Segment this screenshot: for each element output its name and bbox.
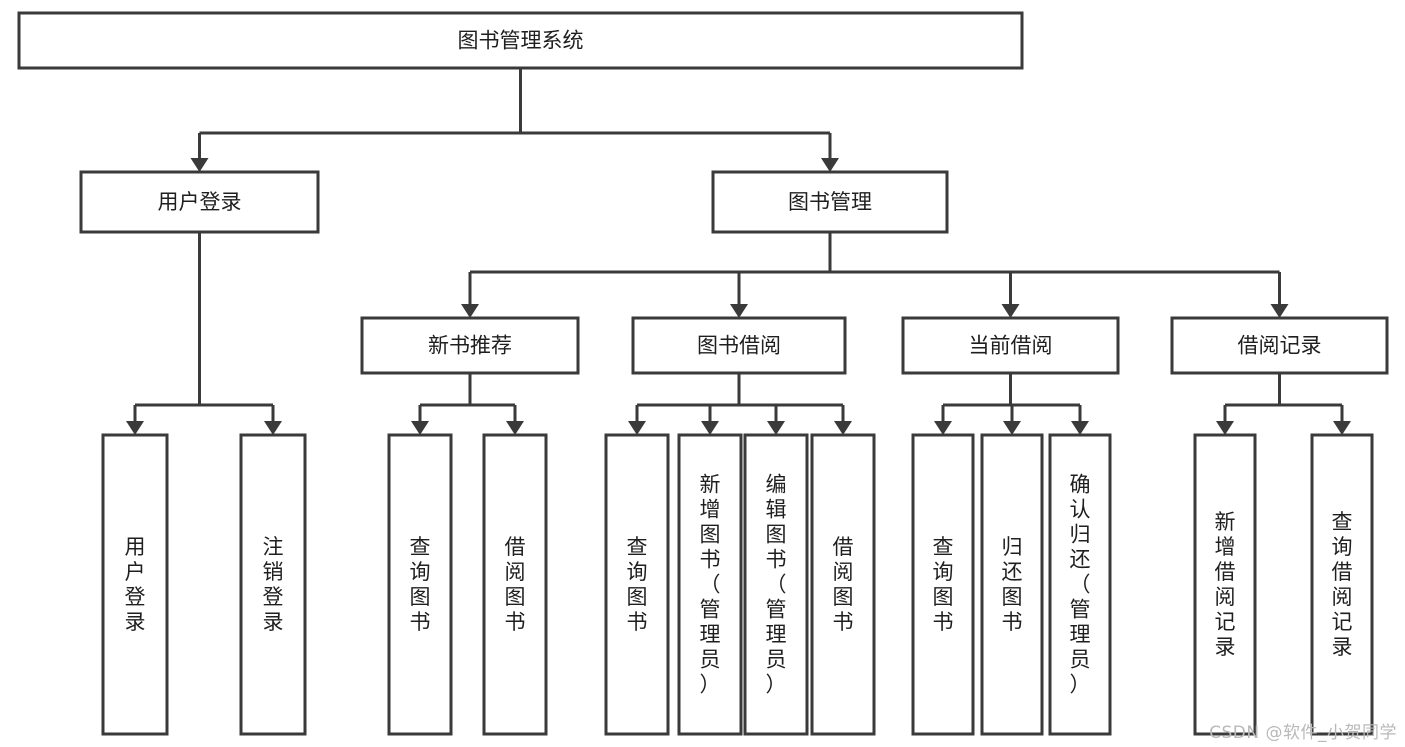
arrow-head-icon: [190, 158, 209, 172]
node-new-book-recommend[interactable]: 新书推荐: [360, 316, 580, 375]
node-box: [1048, 433, 1112, 736]
arrow-head-icon: [506, 421, 524, 435]
node-label: 当前借阅: [969, 334, 1053, 358]
node-leaf-borrow-book-1[interactable]: 借阅图书: [482, 433, 548, 736]
node-box: [482, 433, 548, 736]
node-leaf-confirm-return[interactable]: 确认归还（管理员）: [1048, 433, 1112, 736]
connector-e-borrow-split: [628, 373, 852, 435]
arrow-head-icon: [767, 421, 785, 435]
node-leaf-user-login[interactable]: 用户登录: [101, 433, 169, 736]
arrow-head-icon: [461, 304, 479, 318]
node-label: 借阅图书: [505, 535, 526, 634]
node-box: [677, 433, 743, 736]
arrow-head-icon: [1001, 304, 1020, 318]
arrow-head-icon: [1071, 421, 1089, 435]
node-box: [360, 316, 580, 375]
node-box: [1310, 433, 1374, 736]
node-box: [239, 433, 307, 736]
nodes-layer: 图书管理系统用户登录图书管理新书推荐图书借阅当前借阅借阅记录用户登录注销登录查询…: [17, 11, 1389, 736]
csdn-watermark: CSDN @软件_小贺同学: [1209, 723, 1397, 743]
node-label: 查询借阅记录: [1332, 510, 1353, 659]
connector-e-userlogin-split: [126, 232, 282, 435]
arrow-head-icon: [264, 421, 282, 435]
node-user-login[interactable]: 用户登录: [79, 170, 320, 234]
node-label: 新增借阅记录: [1215, 510, 1236, 659]
node-label: 用户登录: [125, 535, 146, 634]
node-label: 查询图书: [933, 535, 954, 634]
node-box: [743, 433, 809, 736]
arrow-head-icon: [821, 158, 839, 172]
node-book-borrow[interactable]: 图书借阅: [631, 316, 847, 375]
node-box: [387, 433, 453, 736]
node-label: 注销登录: [263, 535, 284, 634]
node-leaf-add-book[interactable]: 新增图书（管理员）: [677, 433, 743, 736]
node-box: [901, 316, 1120, 375]
node-label: 归还图书: [1002, 535, 1023, 634]
node-leaf-borrow-book-2[interactable]: 借阅图书: [810, 433, 876, 736]
node-label: 确认归还（管理员）: [1070, 473, 1091, 697]
node-label: 借阅记录: [1238, 334, 1322, 358]
node-box: [101, 433, 169, 736]
arrow-head-icon: [1333, 421, 1351, 435]
node-current-borrow[interactable]: 当前借阅: [901, 316, 1120, 375]
arrow-head-icon: [834, 421, 852, 435]
arrow-head-icon: [1270, 304, 1289, 318]
node-leaf-query-record[interactable]: 查询借阅记录: [1310, 433, 1374, 736]
node-box: [1193, 433, 1257, 736]
arrow-head-icon: [1003, 421, 1021, 435]
node-label: 编辑图书（管理员）: [766, 473, 787, 697]
node-leaf-query-book-2[interactable]: 查询图书: [604, 433, 670, 736]
node-box: [810, 433, 876, 736]
node-leaf-return-book[interactable]: 归还图书: [980, 433, 1044, 736]
node-box: [1170, 316, 1389, 375]
node-leaf-query-book-3[interactable]: 查询图书: [911, 433, 975, 736]
arrow-head-icon: [126, 421, 144, 435]
arrow-head-icon: [411, 421, 429, 435]
node-label: 用户登录: [158, 190, 242, 214]
node-root[interactable]: 图书管理系统: [17, 11, 1024, 70]
node-box: [604, 433, 670, 736]
node-box: [631, 316, 847, 375]
node-book-manage[interactable]: 图书管理: [711, 170, 949, 234]
node-borrow-records[interactable]: 借阅记录: [1170, 316, 1389, 375]
node-label: 查询图书: [627, 535, 648, 634]
node-label: 查询图书: [410, 535, 431, 634]
connector-e-recommend-split: [411, 373, 524, 435]
arrow-head-icon: [701, 421, 719, 435]
node-label: 借阅图书: [833, 535, 854, 634]
connector-e-root-split: [190, 68, 839, 172]
connector-e-current-split: [934, 373, 1089, 435]
node-box: [711, 170, 949, 234]
node-leaf-add-record[interactable]: 新增借阅记录: [1193, 433, 1257, 736]
connectors-layer: [126, 68, 1351, 435]
node-label: 图书管理: [788, 190, 872, 214]
node-label: 图书管理系统: [458, 29, 584, 53]
node-label: 新书推荐: [428, 334, 512, 358]
node-box: [17, 11, 1024, 70]
node-label: 图书借阅: [697, 334, 781, 358]
arrow-head-icon: [934, 421, 952, 435]
node-leaf-edit-book[interactable]: 编辑图书（管理员）: [743, 433, 809, 736]
arrow-head-icon: [730, 304, 748, 318]
node-box: [980, 433, 1044, 736]
connector-e-bookmanage-split: [461, 232, 1289, 318]
connector-e-records-split: [1216, 373, 1351, 435]
node-label: 新增图书（管理员）: [700, 473, 721, 697]
arrow-head-icon: [628, 421, 646, 435]
node-box: [911, 433, 975, 736]
node-box: [79, 170, 320, 234]
node-leaf-logout[interactable]: 注销登录: [239, 433, 307, 736]
arrow-head-icon: [1216, 421, 1234, 435]
node-leaf-query-book-1[interactable]: 查询图书: [387, 433, 453, 736]
